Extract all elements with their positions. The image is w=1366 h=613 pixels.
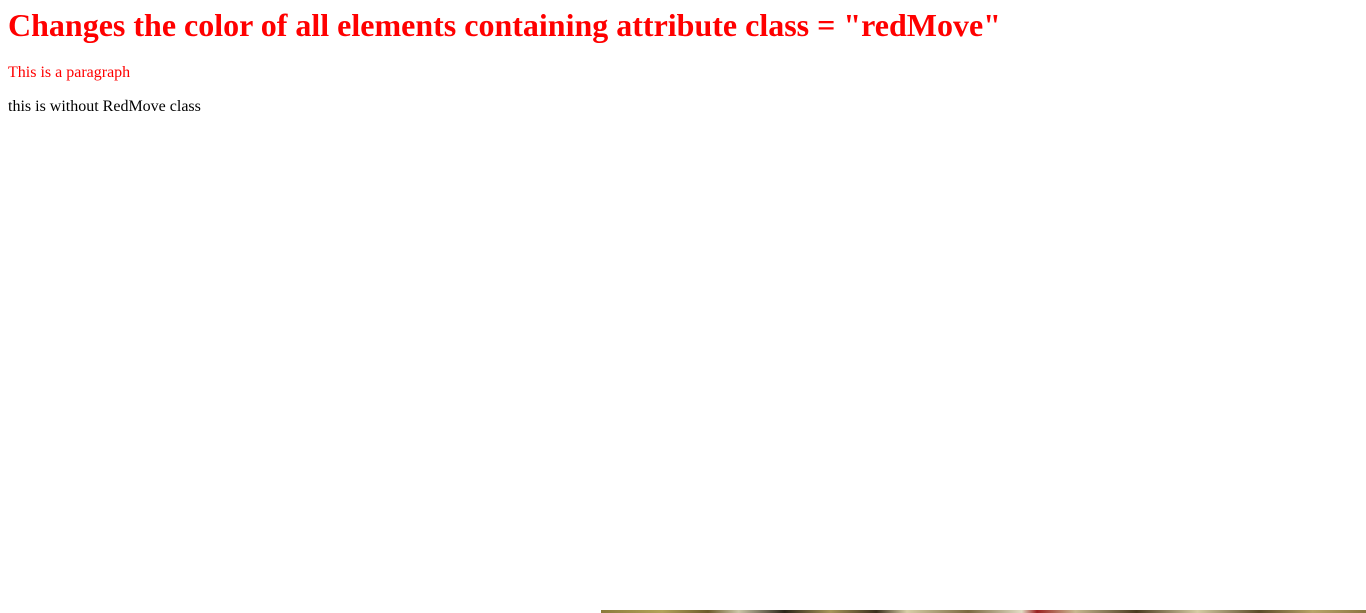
bottom-image-strip bbox=[601, 610, 1366, 613]
page-heading: Changes the color of all elements contai… bbox=[8, 7, 1001, 43]
plain-paragraph: this is without RedMove class bbox=[8, 98, 201, 115]
red-paragraph: This is a paragraph bbox=[8, 64, 131, 81]
